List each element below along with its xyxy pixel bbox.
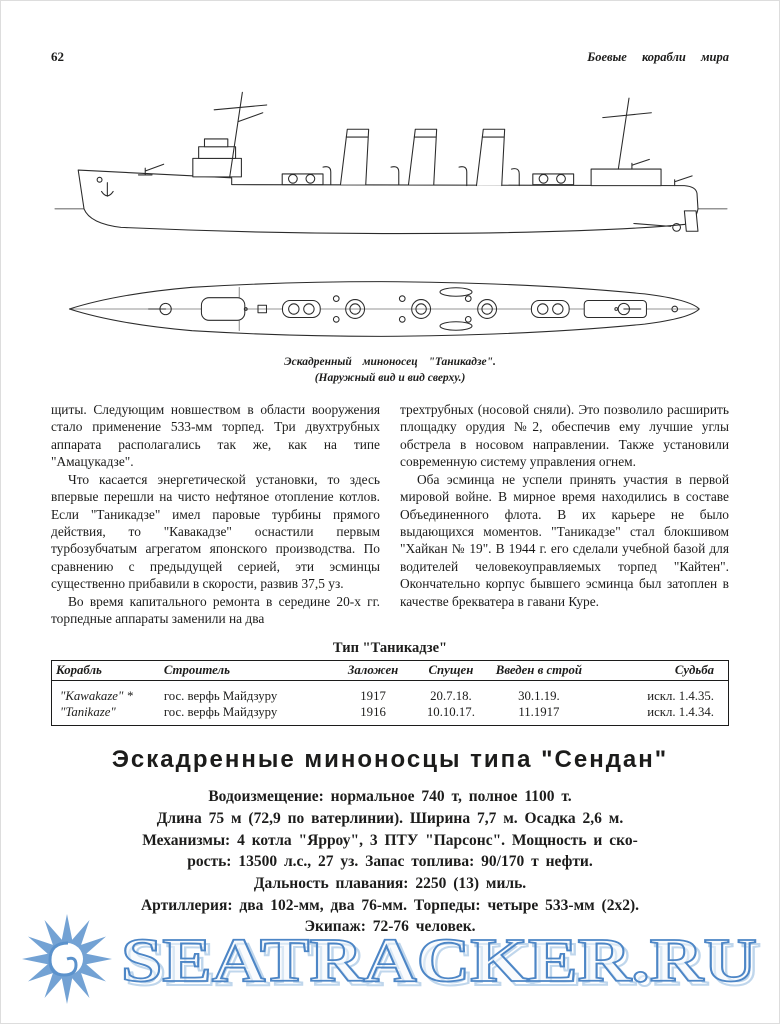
spec-line: Длина 75 м (72,9 по ватерлинии). Ширина … [156, 809, 624, 827]
right-column: трехтрубных (носовой сняли). Это позволи… [400, 401, 729, 627]
table-row: "Kawakaze" * гос. верфь Майдзуру 1917 20… [52, 681, 729, 706]
ship-data-table: Корабль Строитель Заложен Спущен Введен … [51, 659, 729, 727]
caption-title: Эскадренный миноносец "Таникадзе". [284, 356, 496, 368]
spec-line: Артиллерия: два 102-мм, два 76-мм. Торпе… [140, 896, 640, 914]
paragraph: Оба эсминца не успели принять участия в … [400, 471, 729, 609]
table-header-cell: Заложен [335, 660, 411, 682]
table-header-cell: Строитель [159, 660, 336, 682]
section-heading: Эскадренные миноносцы типа "Сендан" [111, 746, 669, 774]
paragraph: Во время капитального ремонта в середине… [51, 593, 380, 627]
table-header-cell: Введен в строй [491, 660, 587, 682]
table-cell: "Kawakaze" * [60, 689, 133, 704]
spec-list: Водоизмещение: нормальное 740 т, полное … [51, 786, 729, 938]
table-cell: 30.1.19. [518, 689, 560, 704]
table-cell: 11.1917 [518, 705, 560, 720]
table-cell: 1917 [360, 689, 386, 704]
table-cell: 20.7.18. [430, 689, 472, 704]
table-cell: 1916 [360, 705, 386, 720]
table-cell: 10.10.17. [426, 705, 475, 720]
ship-figure: Эскадренный миноносец "Таникадзе". (Нару… [51, 83, 729, 386]
ship-side-view-drawing [54, 91, 728, 235]
spec-line: Механизмы: 4 котла "Ярроу", 3 ПТУ "Парсо… [142, 831, 638, 849]
paragraph: щиты. Следующим новшеством в области воо… [51, 402, 380, 470]
page-number: 62 [51, 49, 64, 64]
table-cell: гос. верфь Майдзуру [163, 689, 278, 704]
paragraph: трехтрубных (носовой сняли). Это позволи… [400, 402, 729, 470]
table-cell: искл. 1.4.35. [647, 689, 714, 704]
ship-data-table-block: Тип "Таникадзе" Корабль Строитель Заложе… [51, 640, 729, 727]
running-title: Боевые корабли мира [587, 50, 729, 64]
table-header-row: Корабль Строитель Заложен Спущен Введен … [51, 660, 729, 682]
table-row: "Tanikaze" гос. верфь Майдзуру 1916 10.1… [52, 705, 729, 726]
table-header-cell: Судьба [586, 660, 729, 682]
spec-line: рость: 13500 л.с., 27 уз. Запас топлива:… [187, 853, 593, 871]
caption-subtitle: (Наружный вид и вид сверху.) [314, 371, 466, 384]
spec-line: Водоизмещение: нормальное 740 т, полное … [208, 788, 572, 806]
table-cell: искл. 1.4.34. [647, 705, 714, 720]
left-column: щиты. Следующим новшеством в области воо… [51, 401, 380, 627]
spec-line: Дальность плавания: 2250 (13) миль. [253, 874, 527, 892]
table-cell: "Tanikaze" [60, 705, 116, 720]
figure-caption: Эскадренный миноносец "Таникадзе". (Нару… [51, 355, 729, 386]
paragraph: Что касается энергетической установки, т… [51, 471, 380, 592]
spec-line: Экипаж: 72-76 человек. [304, 918, 476, 936]
table-header-cell: Корабль [51, 660, 160, 682]
ship-top-view-drawing [68, 281, 700, 337]
page-header: 62 Боевые корабли мира [51, 49, 729, 65]
article-body: щиты. Следующим новшеством в области воо… [51, 401, 729, 627]
table-header-cell: Спущен [410, 660, 492, 682]
watermark-text-shadow: SEATRACKER.RU [125, 931, 761, 999]
table-cell: гос. верфь Майдзуру [163, 705, 278, 720]
table-title: Тип "Таникадзе" [332, 639, 448, 656]
